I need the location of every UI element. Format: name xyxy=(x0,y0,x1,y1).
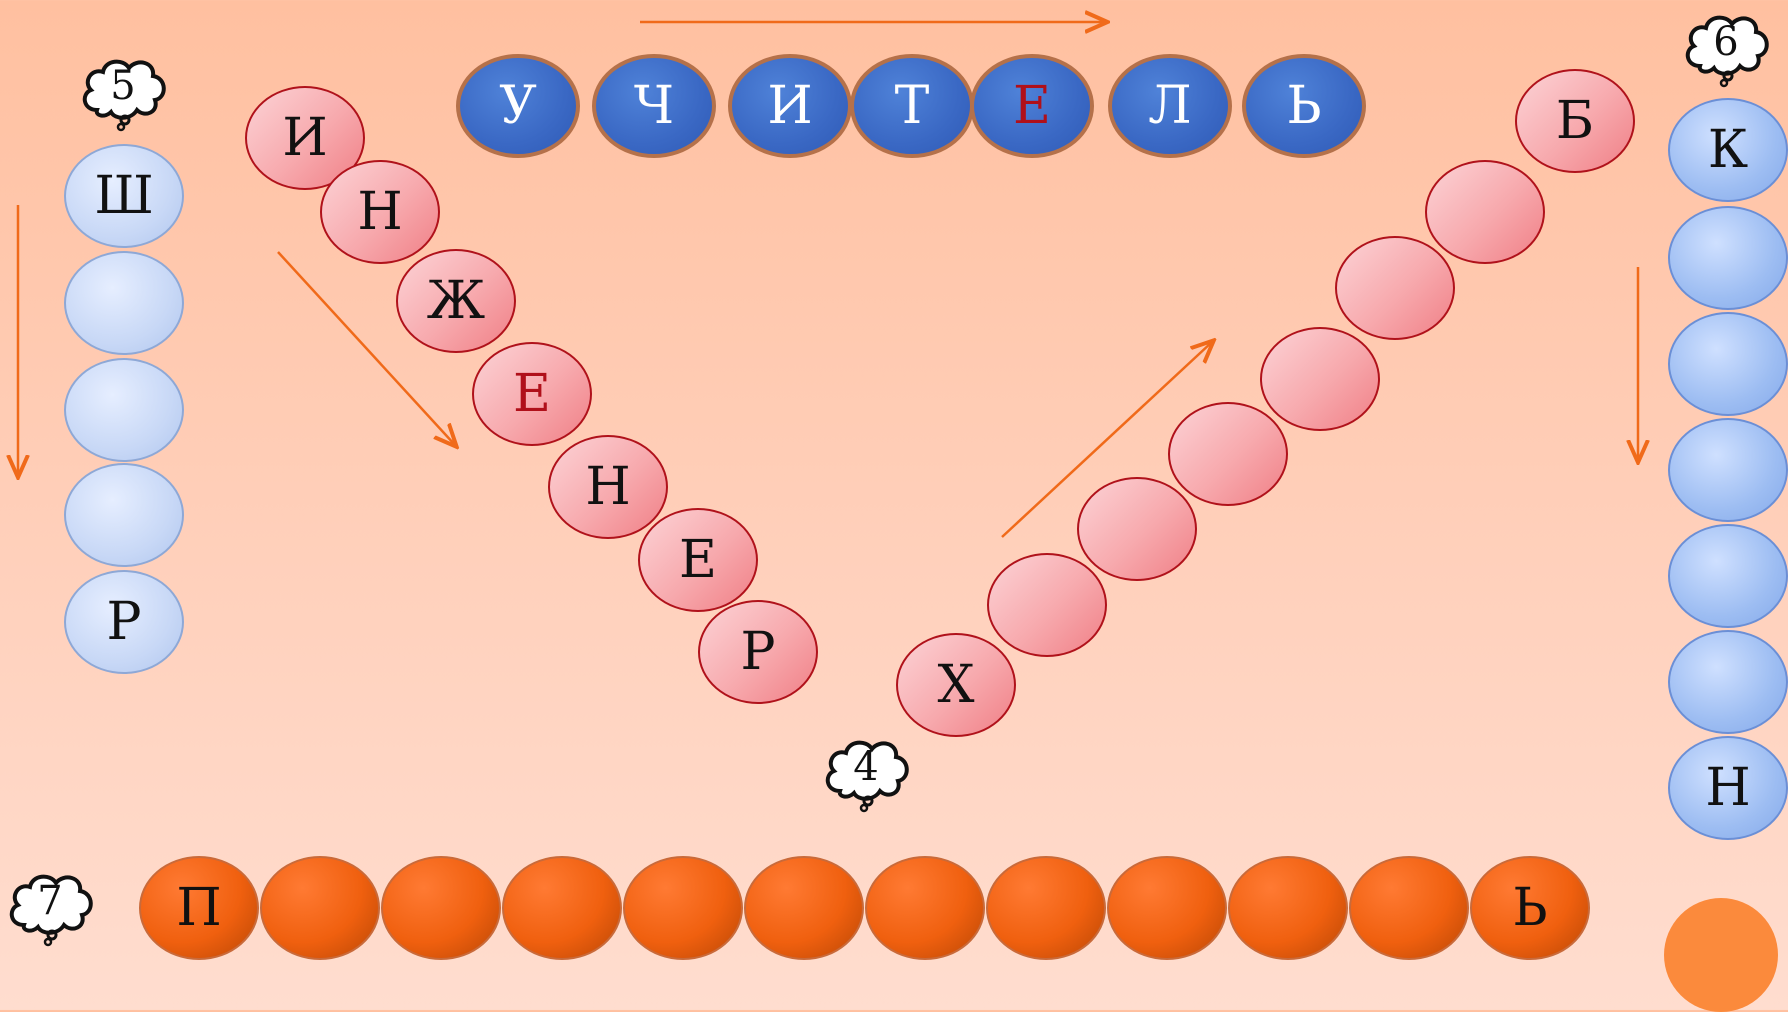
left-column-cell[interactable] xyxy=(64,251,184,355)
top-word-cell[interactable]: У xyxy=(456,54,580,158)
right-column-letter: Н xyxy=(1705,758,1751,818)
cloud-badge-icon xyxy=(825,740,909,813)
left-diagonal-letter: Е xyxy=(679,530,717,590)
right-diagonal-cell[interactable] xyxy=(1335,236,1455,340)
left-column-letter: Ш xyxy=(94,166,154,226)
left-diagonal-cell[interactable]: Н xyxy=(320,160,440,264)
bottom-row-cell[interactable] xyxy=(381,856,501,960)
top-word-cell[interactable]: Ь xyxy=(1242,54,1366,158)
bottom-row-letter: П xyxy=(176,878,222,938)
left-diagonal-letter: Н xyxy=(585,457,631,517)
right-column-cell[interactable]: К xyxy=(1668,98,1788,202)
bottom-row-cell[interactable] xyxy=(986,856,1106,960)
clue-badge-5[interactable]: 5 xyxy=(75,52,171,132)
top-word-letter: Ь xyxy=(1286,76,1322,136)
left-diagonal-cell[interactable]: Е xyxy=(472,342,592,446)
right-column-cell[interactable] xyxy=(1668,206,1788,310)
top-word-letter: И xyxy=(767,76,813,136)
bottom-row-cell[interactable] xyxy=(623,856,743,960)
top-word-letter: Ч xyxy=(633,76,675,136)
left-column-cell[interactable]: Ш xyxy=(64,144,184,248)
right-diagonal-cell[interactable] xyxy=(987,553,1107,657)
top-word-letter: У xyxy=(499,76,537,136)
clue-badge-6[interactable]: 6 xyxy=(1678,8,1774,88)
cloud-badge-icon xyxy=(1685,15,1769,88)
left-diagonal-letter: Е xyxy=(513,364,551,424)
right-diagonal-letter: Х xyxy=(937,655,975,715)
bottom-row-cell[interactable] xyxy=(1107,856,1227,960)
top-word-letter: Т xyxy=(894,76,930,136)
cloud-badge-icon xyxy=(82,59,166,132)
left-column-cell[interactable] xyxy=(64,358,184,462)
top-word-cell[interactable]: Т xyxy=(850,54,974,158)
right-column-letter: К xyxy=(1707,120,1749,180)
bottom-row-cell[interactable]: П xyxy=(139,856,259,960)
right-diagonal-cell[interactable]: Б xyxy=(1515,69,1635,173)
badge-number: 7 xyxy=(37,878,63,924)
right-diagonal-cell[interactable]: Х xyxy=(896,633,1016,737)
top-word-letter: Е xyxy=(1013,76,1051,136)
right-diagonal-cell[interactable] xyxy=(1168,402,1288,506)
bottom-row-cell[interactable] xyxy=(865,856,985,960)
bottom-row-cell[interactable] xyxy=(1349,856,1469,960)
top-word-cell[interactable]: Е xyxy=(970,54,1094,158)
left-diagonal-letter: Ж xyxy=(426,271,486,331)
right-column-cell[interactable] xyxy=(1668,524,1788,628)
left-diagonal-cell[interactable]: Ж xyxy=(396,249,516,353)
left-column-cell[interactable] xyxy=(64,463,184,567)
right-column-cell[interactable] xyxy=(1668,418,1788,522)
clue-badge-7[interactable]: 7 xyxy=(2,867,98,947)
top-word-letter: Л xyxy=(1148,76,1192,136)
right-column-cell[interactable] xyxy=(1668,630,1788,734)
bottom-row-cell[interactable] xyxy=(260,856,380,960)
badge-number: 5 xyxy=(110,63,136,109)
right-diagonal-cell[interactable] xyxy=(1425,160,1545,264)
right-column-cell[interactable]: Н xyxy=(1668,736,1788,840)
decorative-circle xyxy=(1664,898,1778,1012)
left-column-letter: Р xyxy=(106,592,142,652)
left-diagonal-letter: Н xyxy=(357,182,403,242)
right-diagonal-cell[interactable] xyxy=(1077,477,1197,581)
left-column-cell[interactable]: Р xyxy=(64,570,184,674)
left-diagonal-letter: И xyxy=(282,108,328,168)
right-diagonal-cell[interactable] xyxy=(1260,327,1380,431)
bottom-row-cell[interactable] xyxy=(1228,856,1348,960)
top-word-cell[interactable]: И xyxy=(728,54,852,158)
bottom-row-letter: Ь xyxy=(1512,878,1548,938)
left-diagonal-cell[interactable]: Р xyxy=(698,600,818,704)
clue-badge-4[interactable]: 4 xyxy=(818,733,914,813)
left-diagonal-cell[interactable]: Е xyxy=(638,508,758,612)
left-diagonal-cell[interactable]: Н xyxy=(548,435,668,539)
top-word-cell[interactable]: Ч xyxy=(592,54,716,158)
cloud-badge-icon xyxy=(9,874,93,947)
badge-number: 4 xyxy=(853,744,879,790)
right-column-cell[interactable] xyxy=(1668,312,1788,416)
right-diagonal-letter: Б xyxy=(1555,91,1595,151)
left-diagonal-letter: Р xyxy=(740,622,776,682)
bottom-row-cell[interactable] xyxy=(502,856,622,960)
badge-number: 6 xyxy=(1713,19,1739,65)
bottom-row-cell[interactable] xyxy=(744,856,864,960)
bottom-row-cell[interactable]: Ь xyxy=(1470,856,1590,960)
top-word-cell[interactable]: Л xyxy=(1108,54,1232,158)
